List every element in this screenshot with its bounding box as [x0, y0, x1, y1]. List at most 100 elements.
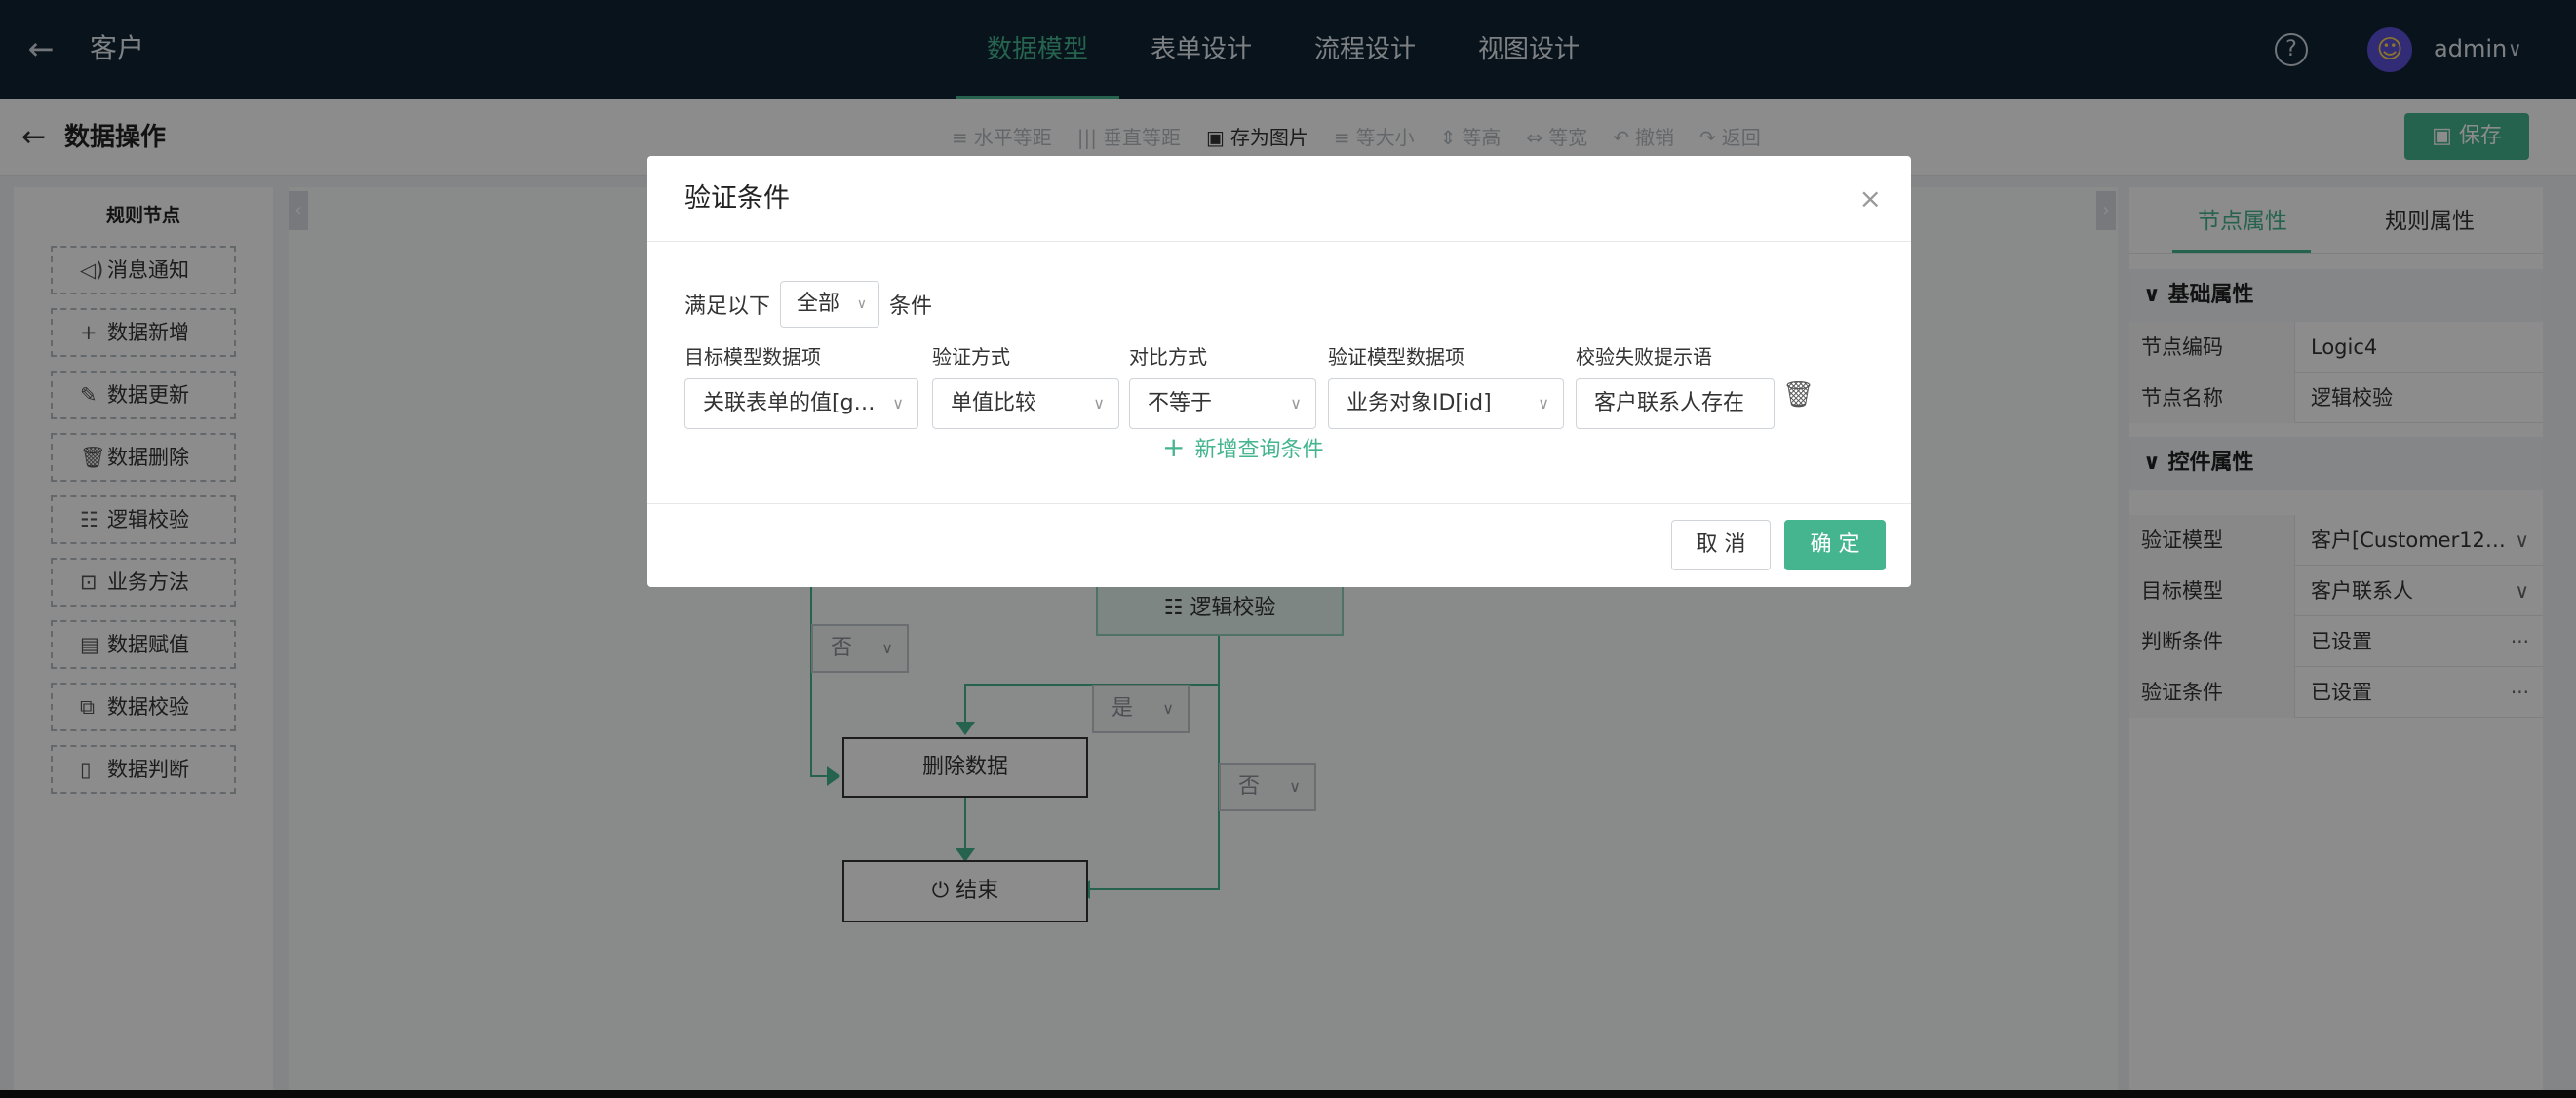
node-text: 结束	[956, 879, 999, 903]
back-arrow-icon[interactable]: ←	[27, 30, 55, 67]
node-data-add[interactable]: +数据新增	[51, 308, 236, 357]
select-value: 不等于	[1148, 391, 1213, 415]
prop-key: 节点编码	[2129, 322, 2295, 373]
compare-method-select[interactable]: 不等于∨	[1129, 378, 1316, 429]
prop-key: 判断条件	[2129, 616, 2295, 667]
node-label: 数据更新	[107, 383, 189, 407]
help-icon[interactable]: ?	[2275, 33, 2308, 66]
tab-rule-properties[interactable]: 规则属性	[2385, 209, 2475, 234]
avatar[interactable]: ☺	[2367, 27, 2412, 72]
section-control[interactable]: ∨ 控件属性	[2129, 437, 2543, 490]
add-condition-button[interactable]: +新增查询条件	[1162, 431, 1323, 467]
collapse-left-icon[interactable]: ‹	[289, 191, 308, 230]
tool-label: 水平等距	[973, 126, 1052, 149]
tool-same-size[interactable]: ≡等大小	[1334, 123, 1415, 152]
trash-icon[interactable]: 🗑	[1782, 380, 1815, 410]
tab-data-model[interactable]: 数据模型	[956, 0, 1120, 99]
target-field-select[interactable]: 关联表单的值[g…∨	[684, 378, 918, 429]
align-vertical-icon: |||	[1076, 126, 1097, 149]
tab-view-design[interactable]: 视图设计	[1478, 35, 1581, 64]
verify-field-select[interactable]: 业务对象ID[id] ∨	[1328, 378, 1564, 429]
redo-icon: ↷	[1698, 126, 1716, 149]
node-text: 逻辑校验	[1190, 596, 1276, 620]
bottom-strip	[0, 1090, 2576, 1098]
prop-row-node-name: 节点名称逻辑校验	[2129, 373, 2543, 423]
node-data-update[interactable]: ✎ 数据更新	[51, 371, 236, 419]
select-value: 业务对象ID[id]	[1347, 391, 1492, 415]
node-data-judge[interactable]: ▯数据判断	[51, 745, 236, 794]
copy-icon: ⧉	[80, 695, 95, 719]
save-button[interactable]: ▣ 保存	[2404, 113, 2529, 160]
select-value: 单值比较	[951, 391, 1037, 415]
node-data-assign[interactable]: ▤数据赋值	[51, 620, 236, 669]
close-icon[interactable]: ×	[1858, 182, 1882, 215]
checklist-icon: ☷	[80, 508, 98, 531]
section-basic[interactable]: ∨ 基础属性	[2129, 269, 2543, 322]
section-title: 控件属性	[2167, 451, 2254, 475]
back-arrow-icon[interactable]: ←	[21, 120, 47, 154]
user-name[interactable]: admin	[2434, 35, 2508, 62]
checklist-icon: ☷	[1163, 596, 1190, 620]
node-label: 业务方法	[107, 570, 189, 594]
node-data-delete[interactable]: 🗑数据删除	[51, 433, 236, 482]
select-value: 关联表单的值[g…	[703, 391, 876, 415]
verify-condition-dialog: 验证条件 × 满足以下 全部∨ 条件 目标模型数据项 验证方式 对比方式 验证模…	[647, 156, 1911, 587]
method-icon: ⊡	[80, 570, 98, 594]
verify-method-select[interactable]: 单值比较∨	[932, 378, 1119, 429]
power-icon: ⏻	[931, 879, 956, 903]
flow-node-delete-data[interactable]: 删除数据	[842, 737, 1088, 798]
confirm-button[interactable]: 确 定	[1784, 520, 1886, 570]
chevron-down-icon: ∨	[1538, 394, 1549, 412]
match-mode-select[interactable]: 全部∨	[780, 281, 880, 328]
edit-icon: ✎	[80, 383, 98, 407]
plus-icon: +	[80, 321, 98, 344]
more-icon[interactable]: ···	[2510, 681, 2529, 704]
panel-title: 规则节点	[105, 205, 180, 226]
cancel-button[interactable]: 取 消	[1671, 520, 1771, 570]
chevron-down-icon[interactable]: ∨	[2515, 529, 2529, 552]
chevron-down-icon[interactable]: ∨	[2508, 37, 2522, 60]
tab-form-design[interactable]: 表单设计	[1151, 35, 1253, 64]
collapse-right-icon[interactable]: ›	[2096, 191, 2116, 230]
arrow-head	[827, 766, 840, 786]
main-nav: 数据模型 表单设计 流程设计 视图设计	[956, 0, 1611, 99]
chevron-down-icon: ∨	[2143, 283, 2168, 307]
node-business-method[interactable]: ⊡ 业务方法	[51, 558, 236, 607]
plus-icon: +	[1162, 431, 1186, 463]
align-horizontal-icon: ≡	[952, 126, 968, 149]
branch-tag-no-right[interactable]: 否∨	[1219, 763, 1316, 811]
tool-redo[interactable]: ↷返回	[1699, 123, 1761, 152]
branch-tag-yes[interactable]: 是∨	[1092, 685, 1190, 733]
tool-label: 等大小	[1355, 126, 1415, 149]
tab-flow-design[interactable]: 流程设计	[1314, 35, 1417, 64]
trash-icon: 🗑	[80, 446, 106, 469]
more-icon[interactable]: ···	[2510, 630, 2529, 653]
tool-save-image[interactable]: ▣存为图片	[1206, 123, 1308, 152]
tab-node-properties[interactable]: 节点属性	[2198, 209, 2287, 234]
tag-text: 是	[1112, 696, 1134, 721]
node-logic-check[interactable]: ☷逻辑校验	[51, 495, 236, 544]
tool-undo[interactable]: ↶撤销	[1613, 123, 1674, 152]
select-value: 全部	[797, 292, 840, 316]
tool-label: 撤销	[1634, 126, 1674, 149]
connector-logic-to-end	[1090, 636, 1220, 890]
tool-vertical-spacing[interactable]: |||垂直等距	[1077, 123, 1181, 152]
node-message-notify[interactable]: ◁)消息通知	[51, 246, 236, 294]
fail-message-input[interactable]: 客户联系人存在	[1576, 378, 1775, 429]
flow-node-end[interactable]: ⏻ 结束	[842, 860, 1088, 922]
node-data-validate[interactable]: ⧉数据校验	[51, 683, 236, 731]
branch-tag-no-left[interactable]: 否∨	[811, 624, 909, 673]
flow-node-logic-check[interactable]: ☷ 逻辑校验	[1096, 581, 1344, 636]
same-width-icon: ⇔	[1526, 126, 1543, 149]
page-title: 数据操作	[64, 123, 167, 152]
tool-same-width[interactable]: ⇔等宽	[1526, 123, 1587, 152]
label-fail-message: 校验失败提示语	[1576, 345, 1712, 369]
file-icon: ▯	[80, 758, 92, 781]
tool-horizontal-spacing[interactable]: ≡水平等距	[952, 123, 1052, 152]
label-target-field: 目标模型数据项	[684, 345, 821, 369]
prop-key: 验证模型	[2129, 515, 2295, 566]
chevron-down-icon[interactable]: ∨	[2515, 579, 2529, 603]
node-label: 消息通知	[107, 258, 189, 282]
tool-same-height[interactable]: ⇕等高	[1440, 123, 1502, 152]
